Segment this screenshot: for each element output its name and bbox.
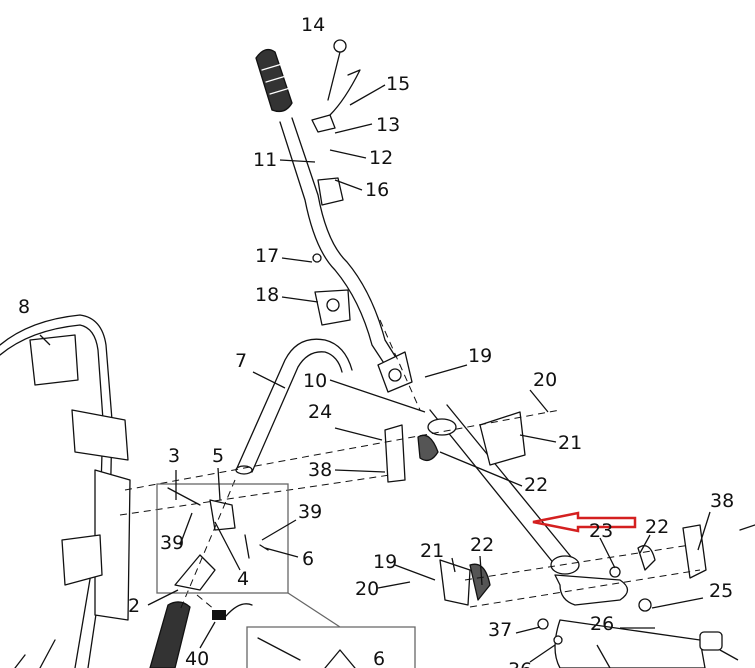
callout: 22 [645, 516, 669, 538]
callout: 39 [298, 501, 322, 523]
callout: 2 [128, 595, 140, 617]
callout: 23 [589, 520, 613, 542]
callout: 15 [386, 73, 410, 95]
tube-part-7 [235, 338, 353, 475]
callout: 4 [237, 568, 249, 590]
leader-lines [39, 84, 739, 668]
callout: 6 [302, 548, 314, 570]
callout: 6 [373, 648, 385, 668]
upper-handle [255, 48, 406, 381]
callout: 14 [301, 14, 325, 36]
callout: 38 [308, 459, 332, 481]
callout: 17 [255, 245, 279, 267]
callout: 18 [255, 284, 279, 306]
callout: 19 [468, 345, 492, 367]
assembly-lines [119, 319, 701, 611]
callout: 37 [488, 619, 512, 641]
callout: 24 [308, 401, 332, 423]
callout: 21 [558, 432, 582, 454]
callout: 39 [160, 532, 184, 554]
callout: 5 [212, 445, 224, 467]
callout: 22 [470, 534, 494, 556]
callout: 7 [235, 350, 247, 372]
callout: 19 [373, 551, 397, 573]
callout: 11 [253, 149, 277, 171]
callout: 36 [508, 659, 532, 668]
callout: 21 [420, 540, 444, 562]
callout: 20 [355, 578, 379, 600]
red-arrow-indicator [532, 511, 637, 533]
callout: 8 [18, 296, 30, 318]
callout: 25 [709, 580, 733, 602]
callout: 13 [376, 114, 400, 136]
callout: 10 [303, 370, 327, 392]
frame-part-8 [0, 314, 131, 668]
callout: 22 [524, 474, 548, 496]
callout-labels: 14 15 13 12 11 16 17 18 8 7 10 19 20 24 … [18, 14, 734, 668]
callout: 26 [590, 613, 614, 635]
callout: 20 [533, 369, 557, 391]
callout: 16 [365, 179, 389, 201]
callout: 40 [185, 648, 209, 668]
callout: 3 [168, 445, 180, 467]
main-column-part-10 [427, 404, 723, 668]
detail-box [156, 483, 289, 594]
callout: 12 [369, 147, 393, 169]
detail-box-lower [246, 592, 416, 668]
callout: 38 [710, 490, 734, 512]
